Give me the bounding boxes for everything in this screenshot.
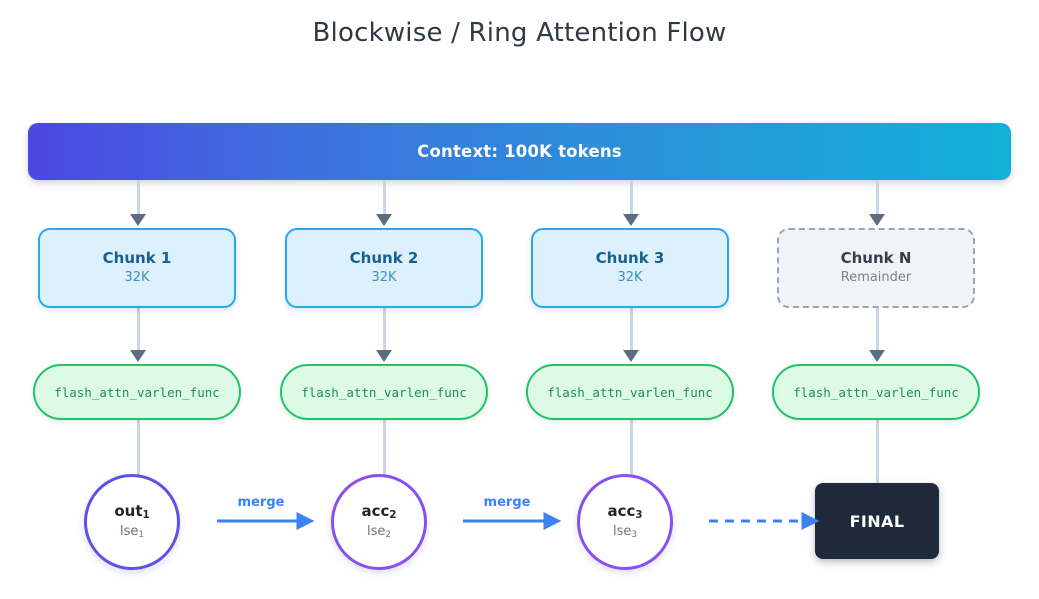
accumulator-main-subscript: 3 bbox=[635, 509, 643, 521]
chunk-subtitle: 32K bbox=[371, 270, 397, 286]
connector-func-1-to-acc-1 bbox=[137, 420, 140, 476]
accumulator-main-subscript: 1 bbox=[142, 509, 150, 521]
arrowhead-context-to-chunk-2 bbox=[376, 214, 392, 226]
accumulator-lse-label: lse1 bbox=[119, 524, 144, 541]
accumulator-main-label: acc2 bbox=[361, 501, 397, 521]
accumulator-circle-2[interactable]: acc2 lse2 bbox=[331, 474, 427, 570]
context-bar: Context: 100K tokens bbox=[28, 123, 1011, 180]
connector-func-3-to-acc-3 bbox=[630, 420, 633, 476]
accumulator-lse-label: lse3 bbox=[612, 524, 637, 541]
func-box-1[interactable]: flash_attn_varlen_func bbox=[33, 364, 241, 420]
func-label: flash_attn_varlen_func bbox=[54, 384, 220, 400]
connector-func-n-to-final bbox=[876, 420, 879, 485]
merge-arrow-label-2: merge bbox=[483, 495, 531, 510]
final-label: FINAL bbox=[849, 511, 905, 531]
accumulator-lse-subscript: 1 bbox=[138, 530, 144, 541]
accumulator-lse-label: lse2 bbox=[366, 524, 391, 541]
accumulator-main-label: out1 bbox=[114, 501, 150, 521]
connector-context-to-chunk-2 bbox=[383, 180, 386, 216]
chunk-title: Chunk 2 bbox=[349, 249, 419, 268]
arrowhead-context-to-chunk-n bbox=[869, 214, 885, 226]
func-label: flash_attn_varlen_func bbox=[301, 384, 467, 400]
chunk-title: Chunk 1 bbox=[102, 249, 172, 268]
arrowhead-chunk-2-to-func-2 bbox=[376, 350, 392, 362]
chunk-subtitle: 32K bbox=[617, 270, 643, 286]
arrowhead-chunk-n-to-func-n bbox=[869, 350, 885, 362]
connector-chunk-3-to-func-3 bbox=[630, 308, 633, 352]
chunk-box-3[interactable]: Chunk 3 32K bbox=[531, 228, 729, 308]
connector-func-2-to-acc-2 bbox=[383, 420, 386, 476]
chunk-subtitle: 32K bbox=[124, 270, 150, 286]
accumulator-main-label: acc3 bbox=[607, 501, 643, 521]
connector-context-to-chunk-3 bbox=[630, 180, 633, 216]
context-bar-label: Context: 100K tokens bbox=[417, 142, 622, 161]
accumulator-main-subscript: 2 bbox=[389, 509, 397, 521]
chunk-subtitle: Remainder bbox=[840, 270, 912, 286]
accumulator-circle-1[interactable]: out1 lse1 bbox=[84, 474, 180, 570]
merge-arrow-label-1: merge bbox=[237, 495, 285, 510]
func-box-3[interactable]: flash_attn_varlen_func bbox=[526, 364, 734, 420]
func-label: flash_attn_varlen_func bbox=[793, 384, 959, 400]
arrowhead-chunk-3-to-func-3 bbox=[623, 350, 639, 362]
chunk-title: Chunk 3 bbox=[595, 249, 665, 268]
connector-chunk-1-to-func-1 bbox=[137, 308, 140, 352]
func-label: flash_attn_varlen_func bbox=[547, 384, 713, 400]
accumulator-circle-3[interactable]: acc3 lse3 bbox=[577, 474, 673, 570]
chunk-box-1[interactable]: Chunk 1 32K bbox=[38, 228, 236, 308]
arrowhead-context-to-chunk-3 bbox=[623, 214, 639, 226]
chunk-box-n[interactable]: Chunk N Remainder bbox=[777, 228, 975, 308]
chunk-title: Chunk N bbox=[840, 249, 912, 268]
connector-context-to-chunk-1 bbox=[137, 180, 140, 216]
connector-chunk-2-to-func-2 bbox=[383, 308, 386, 352]
accumulator-lse-subscript: 3 bbox=[631, 530, 637, 541]
func-box-2[interactable]: flash_attn_varlen_func bbox=[280, 364, 488, 420]
final-output-box[interactable]: FINAL bbox=[815, 483, 939, 559]
arrowhead-chunk-1-to-func-1 bbox=[130, 350, 146, 362]
chunk-box-2[interactable]: Chunk 2 32K bbox=[285, 228, 483, 308]
connector-chunk-n-to-func-n bbox=[876, 308, 879, 352]
accumulator-lse-subscript: 2 bbox=[385, 530, 391, 541]
func-box-n[interactable]: flash_attn_varlen_func bbox=[772, 364, 980, 420]
arrowhead-context-to-chunk-1 bbox=[130, 214, 146, 226]
page-title: Blockwise / Ring Attention Flow bbox=[312, 18, 727, 48]
connector-context-to-chunk-n bbox=[876, 180, 879, 216]
